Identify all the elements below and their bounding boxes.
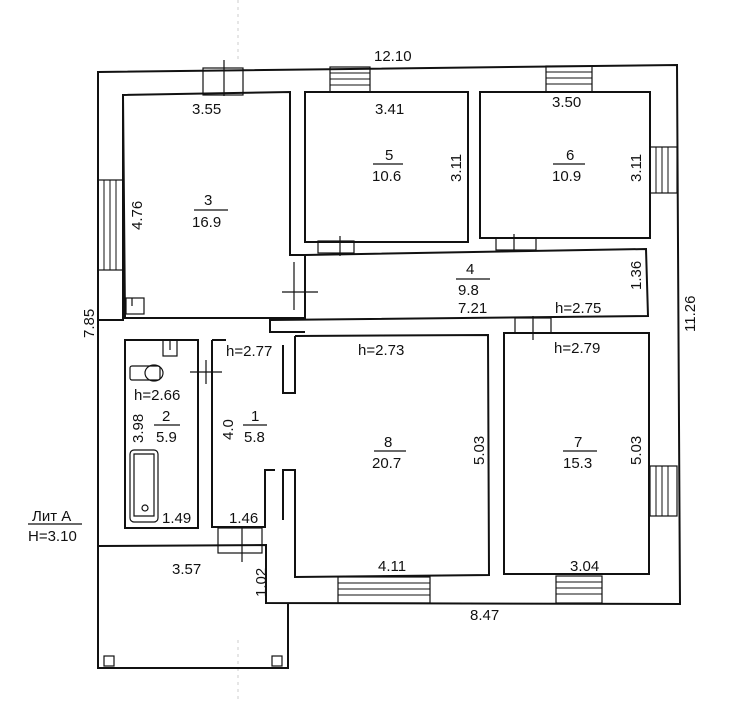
room-1-outline [211,339,275,528]
room-4-dim-h: 7.21 [458,300,487,317]
room-3-area: 16.9 [192,214,221,231]
room-6-dim-v: 3.11 [628,154,645,182]
room-3-outline [121,90,306,319]
room-2-outline [124,339,199,529]
room-5-area: 10.6 [372,168,401,185]
room-2-area: 5.9 [156,429,177,446]
room-7-dim-h: 3.04 [570,558,599,575]
room-5-dim-v: 3.11 [448,154,465,182]
room-6-outline [479,91,651,239]
room-7-dim-v: 5.03 [628,436,645,465]
overall-top-dim: 12.10 [374,48,412,65]
annex [97,546,289,669]
room-7-number: 7 [574,434,582,451]
room-6-dim-h: 3.50 [552,94,581,111]
lit-height: H=3.10 [28,528,77,545]
room-1-area: 5.8 [244,429,265,446]
room-3-number: 3 [204,192,212,209]
door-marks [190,60,534,562]
overall-left-dim: 7.85 [81,309,98,338]
overall-bottom-dim: 8.47 [470,607,499,624]
room-5-number: 5 [385,147,393,164]
room-6-number: 6 [566,147,574,164]
room-1-dim-h: 1.46 [229,510,258,527]
room-2-dim-h: 1.49 [162,510,191,527]
room-7-area: 15.3 [563,455,592,472]
room-4-height: h=2.75 [555,300,601,317]
room-8-number: 8 [384,434,392,451]
annex-dim-v: 1.02 [253,568,270,597]
room-2-height: h=2.66 [134,387,180,404]
room-8-area: 20.7 [372,455,401,472]
room-7-height: h=2.79 [554,340,600,357]
room-6-area: 10.9 [552,168,581,185]
room-4-area: 9.8 [458,282,479,299]
room-1-dim-v: 4.0 [220,419,237,440]
windows [97,65,678,604]
annex-dim-h: 3.57 [172,561,201,578]
room-4-outline [269,247,650,333]
overall-right-dim: 11.26 [682,296,699,332]
room-8-height: h=2.73 [358,342,404,359]
room-8-dim-h: 4.11 [378,558,406,575]
room-5-outline [304,91,469,243]
room-3-dim-h: 3.55 [192,101,221,118]
room-5-dim-h: 3.41 [375,101,404,118]
room-8-outline [282,333,491,579]
room-7-outline [503,332,650,575]
room-4-dim-v: 1.36 [628,261,645,290]
room-2-number: 2 [162,408,170,425]
room-1-height: h=2.77 [226,343,272,360]
lit-name: Лит А [32,508,71,525]
room-1-number: 1 [251,408,259,425]
room-4-number: 4 [466,261,474,278]
room-8-dim-v: 5.03 [471,436,488,465]
room-2-dim-v: 3.98 [130,414,147,443]
room-3-dim-v: 4.76 [129,201,146,230]
